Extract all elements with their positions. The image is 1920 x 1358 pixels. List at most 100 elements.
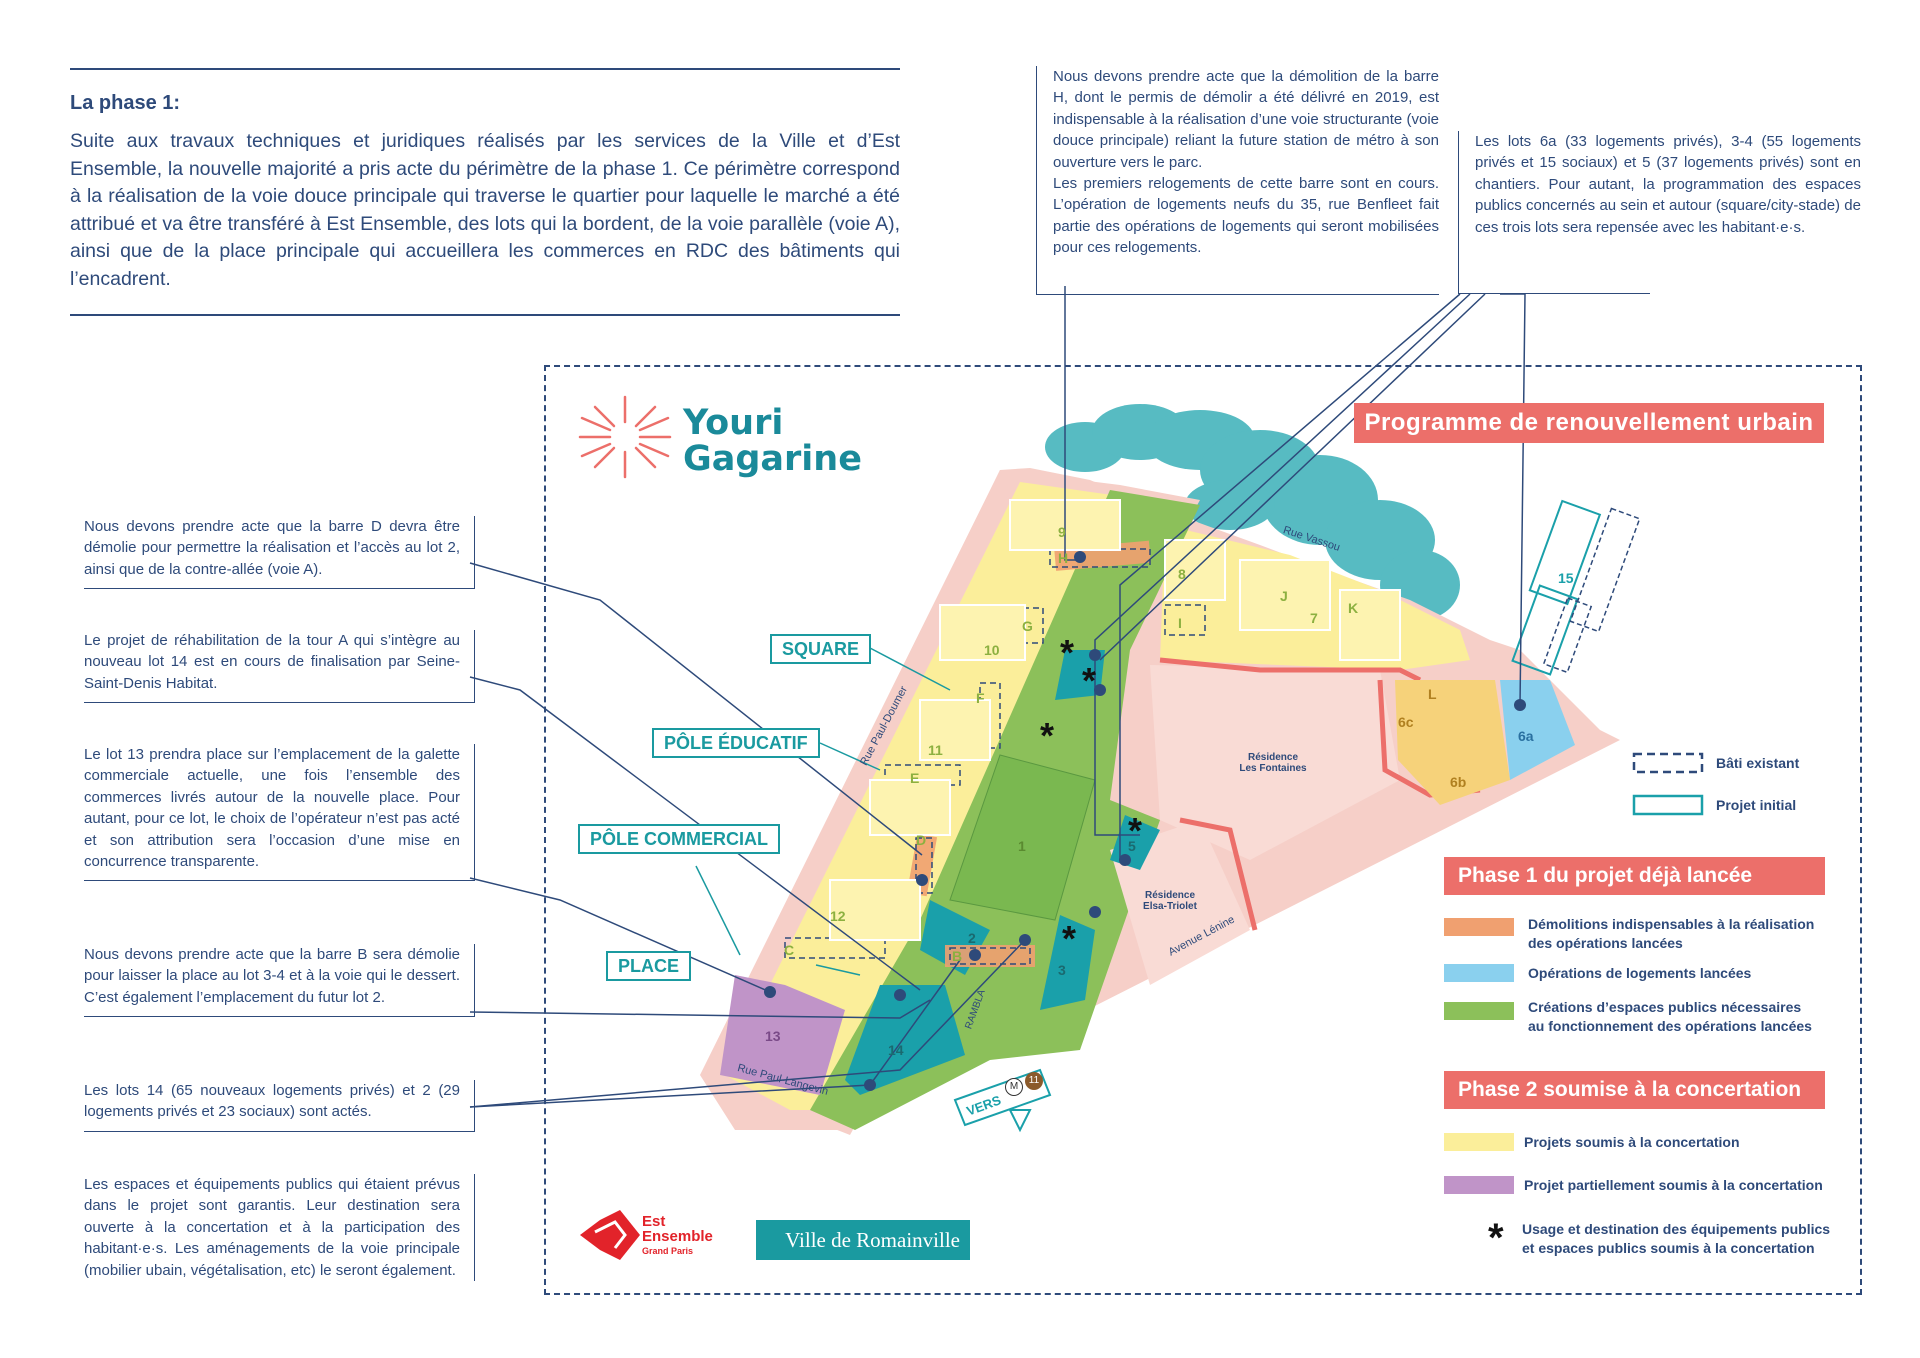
lot-14 bbox=[845, 985, 965, 1095]
asterisk-lot-5: * bbox=[1128, 810, 1143, 851]
lot-3: 3 bbox=[1058, 962, 1066, 978]
sun-logo-icon bbox=[578, 395, 672, 479]
project-buildings bbox=[829, 499, 1401, 941]
lot-6a: 6a bbox=[1518, 728, 1534, 744]
legend-projet-swatch bbox=[1632, 794, 1704, 816]
legend-espaces-l1: Créations d’espaces publics nécessaires bbox=[1528, 999, 1802, 1015]
label-callouts bbox=[695, 647, 951, 976]
lot-11: 11 bbox=[928, 742, 943, 758]
park-trees bbox=[1045, 404, 1460, 620]
brand-line2: Gagarine bbox=[683, 439, 862, 479]
note-barre-h-p2: Les premiers relogements de cette barre … bbox=[1053, 175, 1439, 257]
legend-logements: Opérations de logements lancées bbox=[1528, 965, 1752, 981]
intro-title: La phase 1: bbox=[70, 92, 181, 114]
est-ensemble-logo-icon bbox=[580, 1210, 640, 1260]
lot-F: F bbox=[976, 690, 985, 706]
note-tour-a: Le projet de réhabilitation de la tour A… bbox=[84, 630, 475, 704]
note-barre-h: Nous devons prendre acte que la démoliti… bbox=[1036, 66, 1439, 295]
asterisk-educatif: * bbox=[1040, 715, 1055, 756]
brand-title: Youri Gagarine bbox=[683, 405, 862, 477]
lot-H: H bbox=[1058, 550, 1069, 566]
label-pole-commercial: PÔLE COMMERCIAL bbox=[578, 824, 780, 854]
residence-elsa-label: Résidence Elsa-Triolet bbox=[1130, 890, 1210, 912]
legend-demolitions-l2: des opérations lancées bbox=[1528, 935, 1683, 951]
note-lots-6a-rule bbox=[1458, 293, 1650, 294]
lot-1-block bbox=[949, 754, 1096, 921]
lot-15-outlines bbox=[1511, 499, 1602, 676]
residence-elsa bbox=[1110, 820, 1250, 985]
residence-fontaines-l1: Résidence bbox=[1247, 752, 1299, 763]
label-place: PLACE bbox=[606, 951, 692, 981]
legend-logements-swatch bbox=[1444, 964, 1514, 982]
lot-C: C bbox=[784, 942, 795, 958]
lot-12: 12 bbox=[830, 908, 846, 924]
residence-fontaines-l2: Les Fontaines bbox=[1239, 763, 1307, 774]
leader-dots bbox=[764, 551, 1526, 1091]
lot-E: E bbox=[910, 770, 920, 786]
legend-espaces-swatch bbox=[1444, 1002, 1514, 1020]
lot-13: 13 bbox=[765, 1028, 781, 1044]
lot-3 bbox=[1040, 915, 1095, 1010]
residence-fontaines bbox=[1150, 665, 1400, 860]
legend-demolitions-l1: Démolitions indispensables à la réalisat… bbox=[1528, 916, 1815, 932]
asterisk-lot-3: * bbox=[1062, 918, 1077, 959]
metro-11-badge: 11 bbox=[1025, 1072, 1043, 1090]
map-frame bbox=[544, 365, 1862, 1295]
legend-bati-swatch bbox=[1632, 752, 1704, 774]
logo-est-l3: Grand Paris bbox=[642, 1246, 694, 1256]
intro-top-rule bbox=[70, 68, 900, 70]
note-barre-b: Nous devons prendre acte que la barre B … bbox=[84, 944, 475, 1018]
note-lots-6a: Les lots 6a (33 logements privés), 3-4 (… bbox=[1458, 131, 1861, 294]
lot-6c: 6c bbox=[1398, 714, 1414, 730]
legend-projets-swatch bbox=[1444, 1133, 1514, 1151]
lot-8: 8 bbox=[1178, 566, 1186, 582]
legend-espaces: Créations d’espaces publics nécessaires … bbox=[1528, 998, 1812, 1036]
program-title: Programme de renouvellement urbain bbox=[1354, 403, 1824, 443]
legend-usage-l1: Usage et destination des équipements pub… bbox=[1522, 1221, 1831, 1237]
lot-square bbox=[1055, 650, 1105, 700]
note-barre-h-p1: Nous devons prendre acte que la démoliti… bbox=[1053, 68, 1439, 171]
red-road-1 bbox=[1159, 657, 1422, 683]
asterisk-square-2: * bbox=[1082, 660, 1097, 701]
lot-G: G bbox=[1022, 618, 1033, 634]
lot-I: I bbox=[1178, 615, 1182, 631]
residence-fontaines-label: Résidence Les Fontaines bbox=[1228, 752, 1318, 774]
note-espaces: Les espaces et équipements publics qui é… bbox=[84, 1174, 475, 1282]
logo-romainville: Ville de Romainville bbox=[756, 1220, 970, 1260]
lot-2: 2 bbox=[968, 930, 976, 946]
label-pole-educatif: PÔLE ÉDUCATIF bbox=[652, 728, 820, 758]
legend-projet-partiel: Projet partiellement soumis à la concert… bbox=[1524, 1177, 1823, 1193]
residence-elsa-l2: Elsa-Triolet bbox=[1143, 901, 1197, 912]
note-barre-d: Nous devons prendre acte que la barre D … bbox=[84, 516, 475, 590]
intro-text: Suite aux travaux techniques et juridiqu… bbox=[70, 130, 900, 290]
note-lots-14: Les lots 14 (65 nouveaux logements privé… bbox=[84, 1080, 475, 1132]
legend-phase2-title: Phase 2 soumise à la concertation bbox=[1444, 1071, 1825, 1109]
residence-elsa-l1: Résidence bbox=[1144, 890, 1196, 901]
metro-m-badge: M bbox=[1005, 1078, 1023, 1096]
lot-6b: 6b bbox=[1450, 774, 1467, 790]
lot-D: D bbox=[916, 832, 927, 848]
legend-partiel-swatch bbox=[1444, 1176, 1514, 1194]
lot-B: B bbox=[952, 948, 963, 964]
legend-projet-initial: Projet initial bbox=[1716, 797, 1797, 813]
lot-5: 5 bbox=[1128, 838, 1136, 854]
lot-15-dashed bbox=[1542, 507, 1641, 674]
logo-est-l1: Est bbox=[642, 1213, 666, 1230]
legend-asterisk: * bbox=[1488, 1216, 1504, 1260]
legend-usage: Usage et destination des équipements pub… bbox=[1522, 1220, 1830, 1258]
demolition-b bbox=[945, 945, 1035, 967]
legend-demolitions: Démolitions indispensables à la réalisat… bbox=[1528, 915, 1814, 953]
lot-13 bbox=[720, 975, 845, 1095]
intro-bottom-rule bbox=[70, 314, 900, 316]
lot-J: J bbox=[1280, 588, 1288, 604]
note-lot-13: Le lot 13 prendra place sur l’emplacemen… bbox=[84, 744, 475, 882]
lot-K: K bbox=[1348, 600, 1359, 616]
lot-9: 9 bbox=[1058, 524, 1066, 540]
lot-1: 1 bbox=[1018, 838, 1026, 854]
lot-7: 7 bbox=[1310, 610, 1318, 626]
legend-projets-soumis: Projets soumis à la concertation bbox=[1524, 1134, 1740, 1150]
legend-usage-l2: et espaces publics soumis à la concertat… bbox=[1522, 1240, 1815, 1256]
legend-demolitions-swatch bbox=[1444, 918, 1514, 936]
logo-est-l2: Ensemble bbox=[642, 1228, 713, 1245]
